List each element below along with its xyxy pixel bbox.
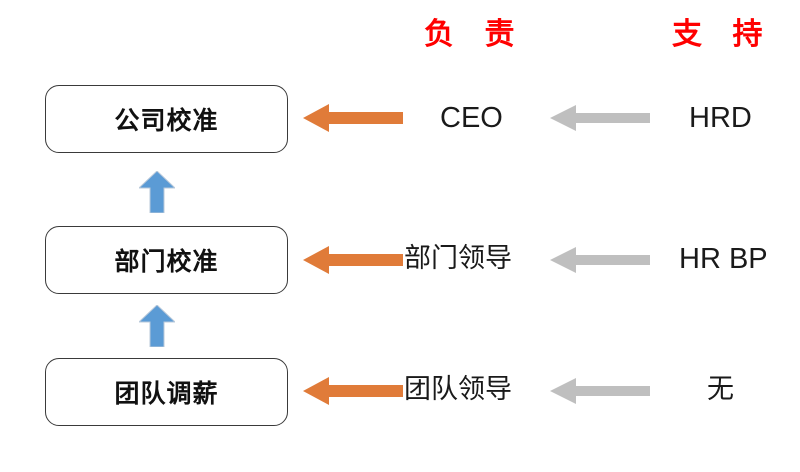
responsible-role-row1: CEO	[440, 102, 503, 134]
arrow-left-gray-icon	[550, 103, 650, 133]
process-box-department[interactable]: 部门校准	[45, 226, 288, 294]
arrow-up-icon	[139, 305, 175, 347]
column-header-responsible: 负 责	[424, 17, 525, 52]
support-role-row1: HRD	[689, 102, 752, 134]
process-box-team[interactable]: 团队调薪	[45, 358, 288, 426]
arrow-up-icon	[139, 171, 175, 213]
process-box-label: 公司校准	[114, 106, 219, 135]
process-box-company[interactable]: 公司校准	[45, 85, 288, 153]
support-role-row3: 无	[707, 374, 734, 405]
process-box-label: 部门校准	[114, 247, 219, 276]
process-box-label: 团队调薪	[114, 379, 219, 408]
arrow-left-gray-icon	[550, 376, 650, 406]
support-role-row2: HR BP	[679, 243, 768, 275]
arrow-left-gray-icon	[550, 245, 650, 275]
arrow-left-orange-icon	[303, 245, 403, 275]
arrow-left-orange-icon	[303, 103, 403, 133]
responsible-role-row2: 部门领导	[404, 243, 512, 274]
responsible-role-row3: 团队领导	[404, 374, 512, 405]
arrow-left-orange-icon	[303, 376, 403, 406]
column-header-support: 支 持	[672, 17, 773, 52]
